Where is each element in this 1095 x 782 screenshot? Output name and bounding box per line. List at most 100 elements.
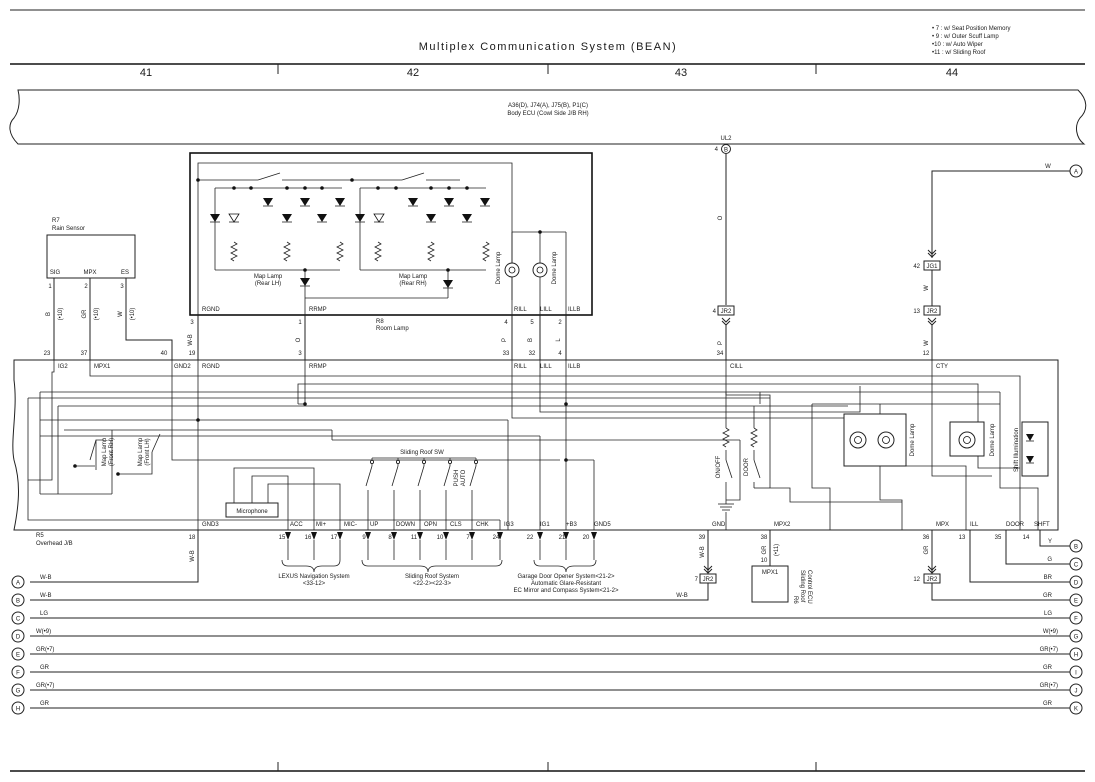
dome-lamp-label: Dome Lamp — [910, 423, 916, 456]
connector-chevron — [927, 317, 937, 326]
lexus-nav-label: LEXUS Navigation System — [278, 574, 349, 580]
svg-text:GR(•7): GR(•7) — [1040, 647, 1058, 653]
footnote: • 9 : w/ Outer Scuff Lamp — [932, 34, 999, 40]
bus-right-g: GW(•9) — [1043, 629, 1083, 643]
svg-text:CILL: CILL — [730, 364, 743, 370]
svg-text:23: 23 — [44, 351, 51, 357]
svg-text:ILLB: ILLB — [568, 364, 580, 370]
map-lamp-front-lh-label: (Front LH) — [145, 438, 151, 465]
jr2-pin: 13 — [913, 309, 920, 315]
svg-text:W(•9): W(•9) — [1043, 629, 1058, 635]
svg-text:E: E — [16, 653, 20, 659]
door-label: DOOR — [744, 457, 750, 476]
garage-door-label: Garage Door Opener System<21-2> — [517, 574, 615, 580]
sliding-roof-system-label: Sliding Roof System — [405, 574, 459, 580]
sliding-roof-system-ref: <22-2><22-3> — [413, 581, 452, 587]
svg-text:F: F — [1074, 617, 1078, 623]
svg-text:D: D — [1074, 581, 1079, 587]
r8-id: R8 — [376, 319, 384, 325]
svg-text:W(•9): W(•9) — [36, 629, 51, 635]
svg-text:12: 12 — [923, 351, 930, 357]
svg-text:3: 3 — [190, 320, 194, 326]
ul2-pin-number: 4 — [715, 147, 719, 153]
map-lamp-rear-rh-leds — [355, 198, 490, 289]
svg-text:SHFT: SHFT — [1034, 522, 1050, 528]
svg-text:GND3: GND3 — [202, 522, 219, 528]
svg-text:C: C — [1074, 563, 1079, 569]
svg-text:20: 20 — [583, 535, 590, 541]
column-number: 41 — [140, 67, 152, 79]
push-auto-label: PUSH — [454, 470, 460, 487]
footnote: •10 : w/ Auto Wiper — [932, 42, 983, 48]
svg-text:B: B — [1074, 545, 1078, 551]
svg-text:3: 3 — [298, 351, 302, 357]
bus-left-e: EGR(•7) — [11, 647, 54, 661]
svg-text:9: 9 — [362, 535, 366, 541]
svg-text:7: 7 — [466, 535, 470, 541]
svg-text:GR(•7): GR(•7) — [36, 683, 54, 689]
svg-text:33: 33 — [503, 351, 510, 357]
bus-left-f: FGR — [11, 665, 50, 679]
push-auto-label: AUTO — [461, 469, 467, 486]
svg-text:GR: GR — [1043, 593, 1053, 599]
svg-text:22: 22 — [527, 535, 534, 541]
ecu-bottom-pin-labels: GND3 ACC MI+ MIC- UP DOWN OPN CLS CHK IG… — [202, 522, 1050, 528]
pin-number: 3 — [120, 284, 124, 290]
pin-label: ES — [121, 270, 129, 276]
ul2-terminal: B — [721, 144, 731, 154]
room-lamp-resistors — [230, 241, 490, 262]
svg-text:IG1: IG1 — [540, 522, 550, 528]
svg-text:DOOR: DOOR — [1006, 522, 1025, 528]
map-lamp-front-rh-label: (Front RH) — [109, 438, 115, 466]
dome-lamp-room-1 — [504, 262, 520, 278]
svg-text:39: 39 — [699, 535, 706, 541]
svg-text:MI+: MI+ — [316, 522, 327, 528]
jr2-connector: JR2 — [717, 305, 735, 316]
svg-text:ACC: ACC — [290, 522, 303, 528]
bus-right-k: KGR — [1043, 701, 1083, 715]
svg-text:H: H — [1074, 653, 1078, 659]
svg-text:MPX1: MPX1 — [94, 364, 111, 370]
svg-text:O: O — [296, 337, 302, 342]
dome-lamp-label: Dome Lamp — [552, 251, 558, 284]
r6-pin-number: 10 — [761, 558, 768, 564]
svg-text:13: 13 — [959, 535, 966, 541]
svg-text:CTY: CTY — [936, 364, 948, 370]
footnote: •11 : w/ Sliding Roof — [932, 50, 986, 56]
svg-text:1: 1 — [298, 320, 302, 326]
map-lamp-rear-lh-label: (Rear LH) — [255, 281, 281, 287]
svg-text:E: E — [1074, 599, 1078, 605]
pin-number: 1 — [48, 284, 52, 290]
bus-left-d: D W(•9) — [11, 629, 51, 643]
svg-text:A: A — [16, 581, 20, 587]
svg-text:36: 36 — [923, 535, 930, 541]
svg-text:B: B — [46, 312, 52, 316]
wire-color-label: W — [1045, 164, 1051, 170]
svg-text:B: B — [528, 338, 534, 342]
svg-text:GND5: GND5 — [594, 522, 611, 528]
column-number: 44 — [946, 67, 958, 79]
svg-text:B: B — [16, 599, 20, 605]
bus-right-d: D BR — [1044, 575, 1083, 589]
svg-text:H: H — [16, 707, 20, 713]
svg-text:BR: BR — [1044, 575, 1053, 581]
bus-right-c: CG — [1047, 557, 1083, 571]
wire-color-label: O — [718, 215, 724, 220]
svg-text:RILL: RILL — [514, 364, 527, 370]
svg-text:D: D — [16, 635, 21, 641]
jr2-connector: JR2 — [923, 305, 941, 316]
pin-label: RRMP — [309, 307, 327, 313]
wire-color-label: W-B — [190, 550, 196, 562]
jr2-connector: JR2 — [699, 573, 717, 584]
body-ecu-band — [9, 89, 1087, 145]
r6-pin-label: MPX1 — [762, 570, 779, 576]
svg-text:(•10): (•10) — [130, 308, 136, 321]
room-lamp-dots — [196, 178, 542, 272]
sliding-roof-switches — [365, 458, 478, 530]
bus-right-j: JGR(•7) — [1040, 683, 1083, 697]
diagram-title: Multiplex Communication System (BEAN) — [419, 41, 677, 53]
body-ecu-name: Body ECU (Cowl Side J/B RH) — [507, 111, 588, 117]
svg-text:B: B — [724, 148, 728, 154]
svg-text:W: W — [118, 311, 124, 317]
on-off-label: ON/OFF — [716, 455, 722, 478]
